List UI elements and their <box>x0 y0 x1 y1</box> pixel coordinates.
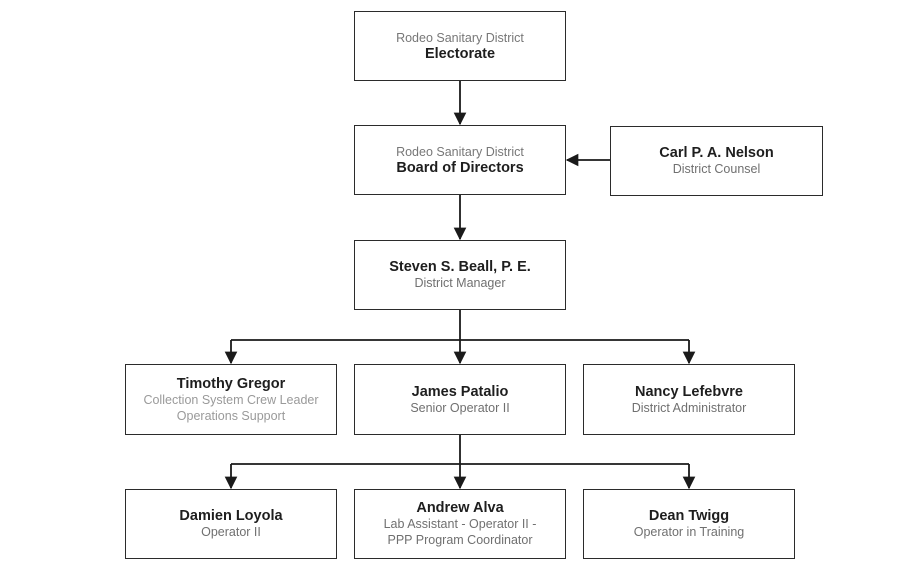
patalio-name: James Patalio <box>411 383 509 400</box>
gregor-box: Timothy Gregor Collection System Crew Le… <box>125 364 337 435</box>
twigg-role: Operator in Training <box>633 525 745 539</box>
electorate-org: Rodeo Sanitary District <box>396 31 524 45</box>
board-title: Board of Directors <box>396 160 524 176</box>
electorate-box: Rodeo Sanitary District Electorate <box>354 11 566 81</box>
lefebvre-role: District Administrator <box>631 400 747 415</box>
alva-name: Andrew Alva <box>416 500 504 516</box>
twigg-box: Dean Twigg Operator in Training <box>583 489 795 559</box>
loyola-name: Damien Loyola <box>179 508 283 524</box>
loyola-role: Operator II <box>201 525 261 539</box>
lefebvre-name: Nancy Lefebvre <box>635 383 743 400</box>
counsel-role: District Counsel <box>672 162 761 176</box>
loyola-box: Damien Loyola Operator II <box>125 489 337 559</box>
board-org: Rodeo Sanitary District <box>396 145 524 159</box>
patalio-role: Senior Operator II <box>410 400 510 415</box>
alva-box: Andrew Alva Lab Assistant - Operator II … <box>354 489 566 559</box>
counsel-name: Carl P. A. Nelson <box>659 145 774 161</box>
counsel-box: Carl P. A. Nelson District Counsel <box>610 126 823 196</box>
manager-name: Steven S. Beall, P. E. <box>389 259 531 275</box>
gregor-name: Timothy Gregor <box>176 375 286 392</box>
alva-role-line-2: PPP Program Coordinator <box>387 533 533 547</box>
board-box: Rodeo Sanitary District Board of Directo… <box>354 125 566 195</box>
alva-role-line-1: Lab Assistant - Operator II - <box>383 517 537 531</box>
lefebvre-box: Nancy Lefebvre District Administrator <box>583 364 795 435</box>
manager-box: Steven S. Beall, P. E. District Manager <box>354 240 566 310</box>
gregor-role-line-1: Collection System Crew Leader <box>143 392 319 407</box>
electorate-title: Electorate <box>424 46 496 62</box>
manager-role: District Manager <box>414 276 506 290</box>
gregor-role-line-2: Operations Support <box>176 408 286 423</box>
twigg-name: Dean Twigg <box>648 508 730 524</box>
patalio-box: James Patalio Senior Operator II <box>354 364 566 435</box>
